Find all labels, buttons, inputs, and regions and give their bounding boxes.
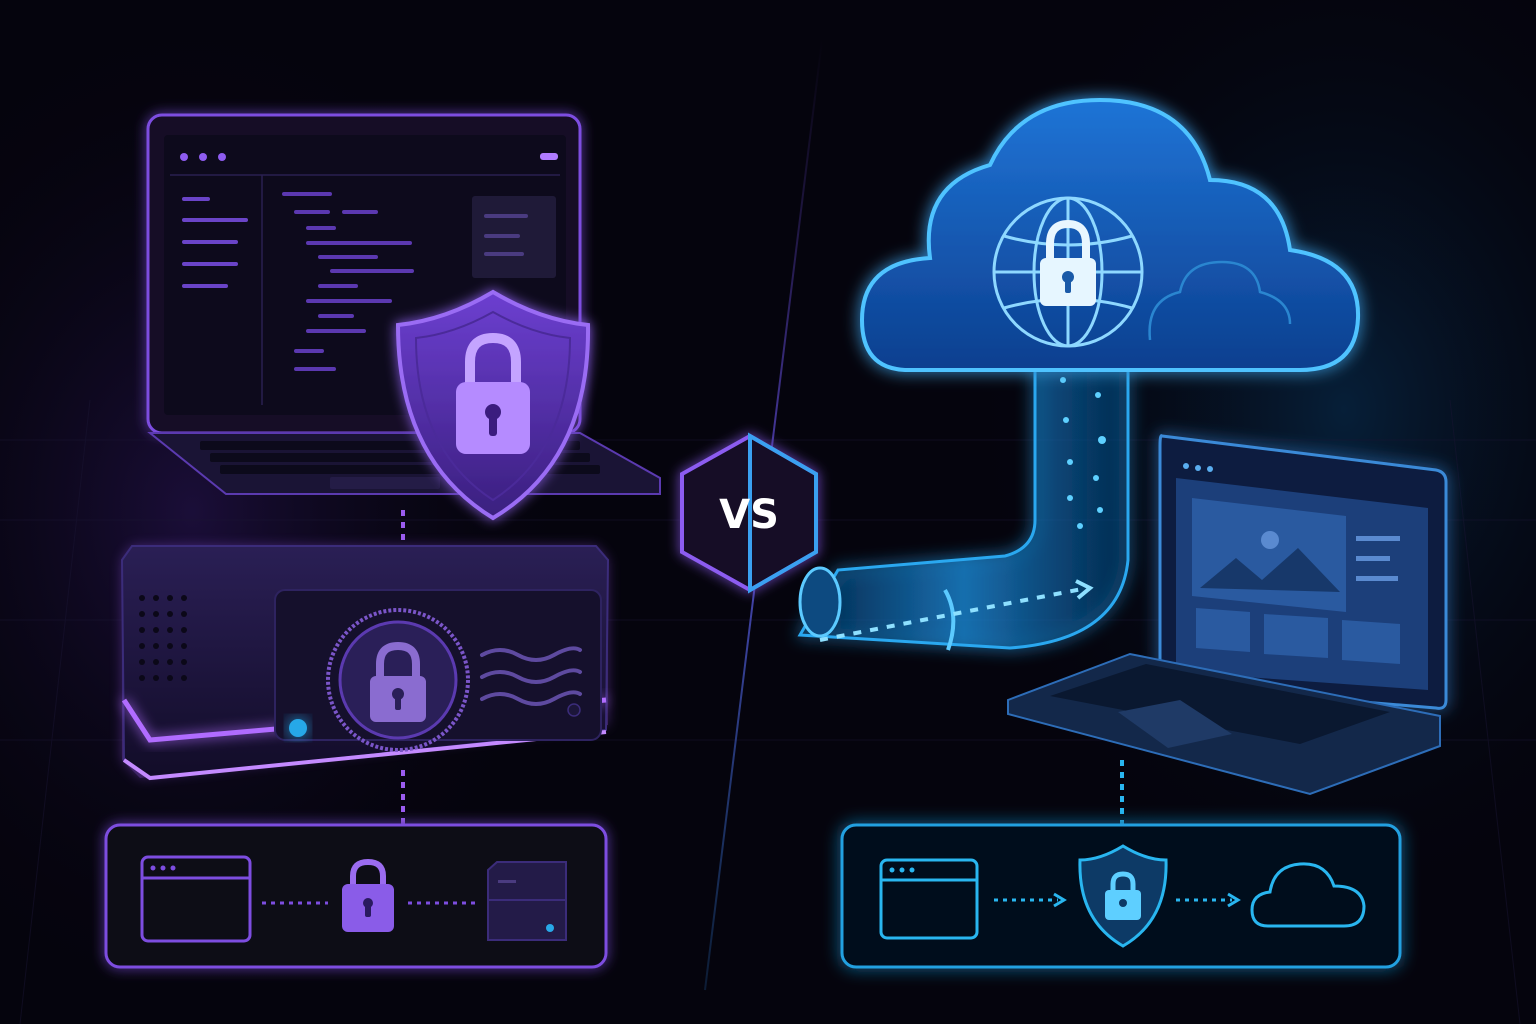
- right-flow-diagram: [840, 823, 1402, 969]
- shield-lock-icon: [1078, 844, 1168, 948]
- vs-badge: VS: [680, 432, 818, 594]
- flow-arrow: [1176, 892, 1241, 908]
- left-flow-diagram: [104, 823, 608, 969]
- flow-arrow: [994, 892, 1067, 908]
- data-tunnel-icon: [797, 358, 1130, 651]
- browser-window-icon: [879, 858, 979, 940]
- cloud-icon: [1250, 862, 1366, 928]
- vs-label: VS: [719, 492, 779, 538]
- browser-window-icon: [140, 855, 252, 943]
- server-icon: [487, 861, 567, 941]
- lock-seal-icon: [326, 608, 470, 752]
- globe-lock-icon: [992, 196, 1144, 348]
- laptop-icon: [1007, 434, 1448, 796]
- wave-lines-icon: [480, 646, 582, 706]
- right-panel: [797, 97, 1448, 969]
- shield-lock-icon: [395, 289, 591, 521]
- padlock-icon: [342, 858, 394, 932]
- left-panel: [104, 113, 661, 969]
- cloud-icon: [859, 97, 1361, 372]
